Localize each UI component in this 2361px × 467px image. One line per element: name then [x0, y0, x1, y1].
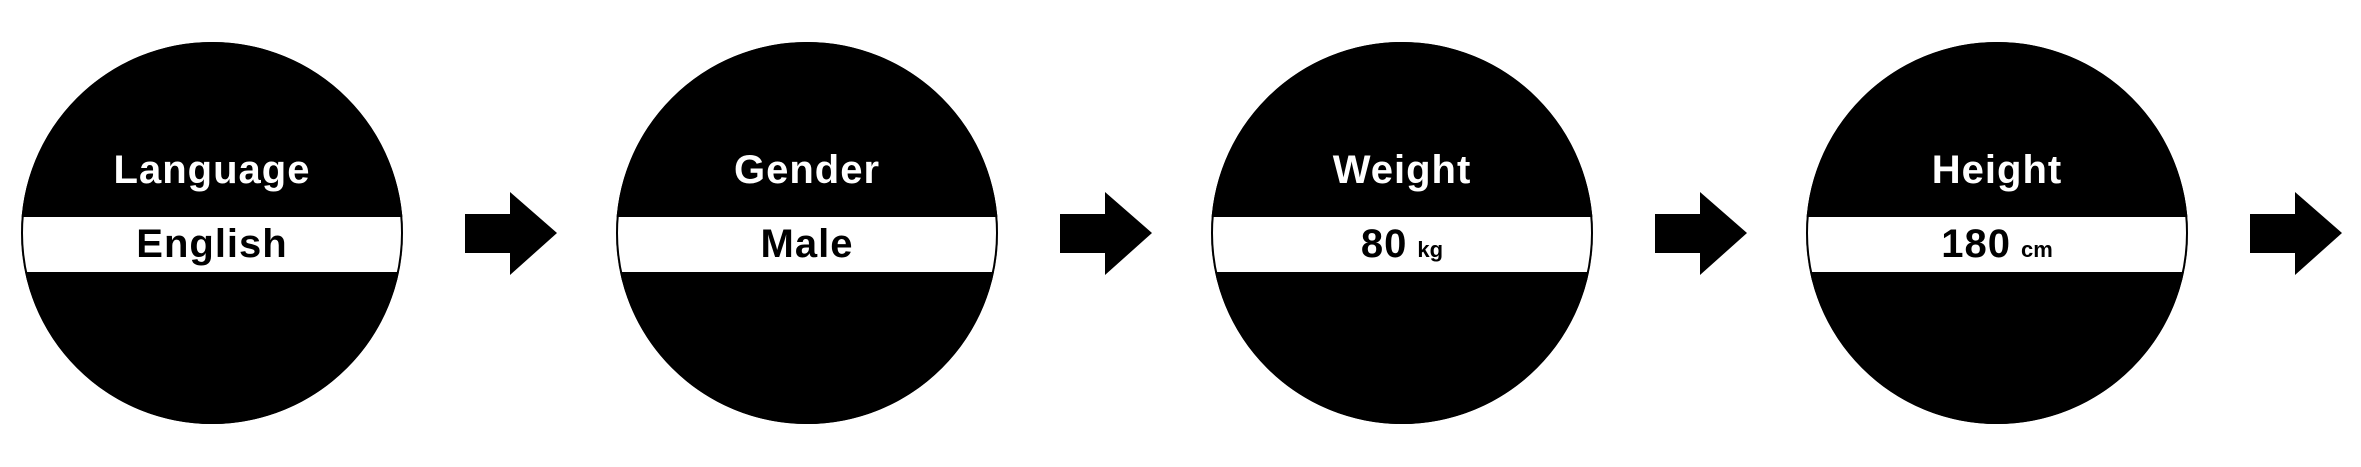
- right-arrow-icon: [1060, 192, 1152, 275]
- step-label: Height: [1931, 148, 2063, 192]
- value-text: 80: [1360, 222, 1408, 266]
- right-arrow-icon[interactable]: [2250, 192, 2342, 275]
- step-weight[interactable]: Weight 80 kg: [1211, 42, 1593, 424]
- step-value[interactable]: 180 cm: [1806, 217, 2188, 272]
- value-text: 180: [1941, 222, 2011, 266]
- step-height[interactable]: Height 180 cm: [1806, 42, 2188, 424]
- dial: [616, 42, 998, 424]
- value-text: Male: [760, 222, 854, 266]
- right-arrow-icon: [465, 192, 557, 275]
- value-band: [21, 214, 403, 275]
- dial: [1806, 42, 2188, 424]
- value-band: [1806, 214, 2188, 275]
- value-band: [616, 214, 998, 275]
- dial: [21, 42, 403, 424]
- step-value[interactable]: English: [21, 217, 403, 272]
- dial: [1211, 42, 1593, 424]
- step-gender[interactable]: Gender Male: [616, 42, 998, 424]
- step-language[interactable]: Language English: [21, 42, 403, 424]
- step-label: Language: [113, 148, 311, 192]
- step-value[interactable]: 80 kg: [1211, 217, 1593, 272]
- value-band: [1211, 214, 1593, 275]
- step-value[interactable]: Male: [616, 217, 998, 272]
- value-text: English: [136, 222, 288, 266]
- unit-text: kg: [1417, 237, 1444, 262]
- right-arrow-icon: [1655, 192, 1747, 275]
- step-label: Weight: [1332, 148, 1472, 192]
- unit-text: cm: [2020, 237, 2053, 262]
- step-label: Gender: [733, 148, 881, 192]
